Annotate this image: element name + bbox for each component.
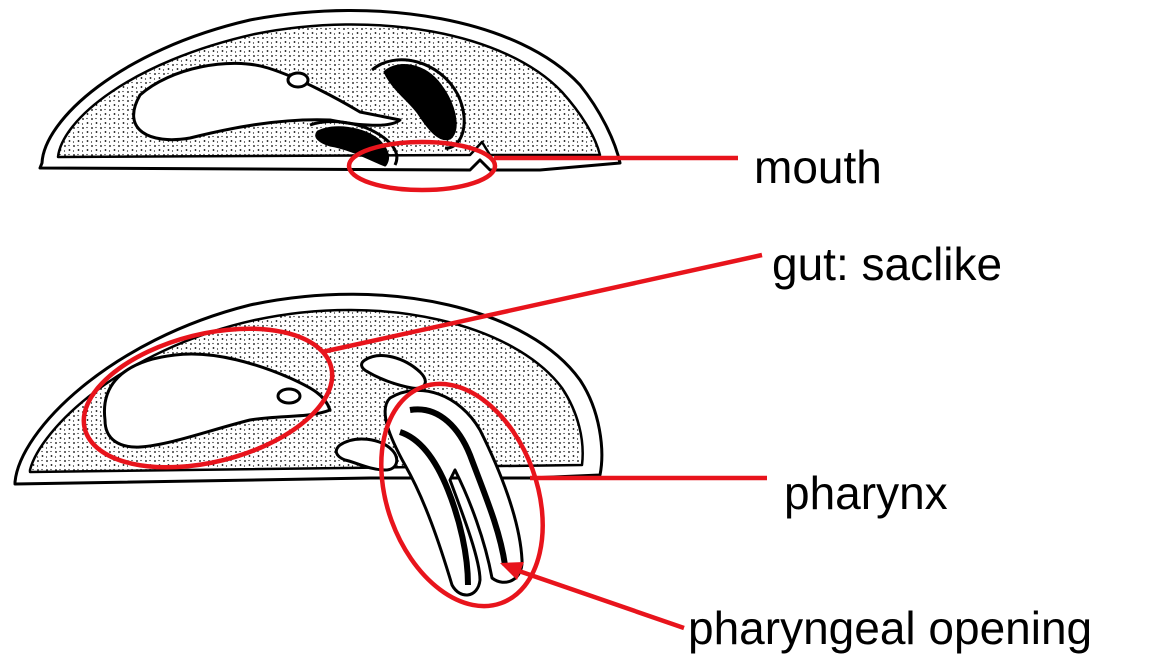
top-small-oval bbox=[288, 73, 308, 87]
pharyngeal-opening-label: pharyngeal opening bbox=[688, 605, 1092, 651]
bottom-small-oval bbox=[278, 389, 300, 403]
gut-label: gut: saclike bbox=[772, 241, 1002, 287]
top-organism-drawing bbox=[40, 10, 620, 170]
pharyngeal-opening-leader-line bbox=[516, 570, 684, 628]
mouth-label: mouth bbox=[754, 144, 882, 190]
pharynx-label: pharynx bbox=[784, 470, 948, 516]
